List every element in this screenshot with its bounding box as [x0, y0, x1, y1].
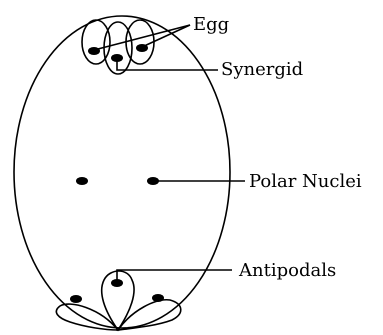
antipodals-leader-line [117, 270, 232, 283]
antipodal-nucleus-right [152, 294, 164, 302]
polar-nucleus-left [76, 177, 88, 185]
label-synergid: Synergid [221, 59, 303, 80]
label-polar-nuclei: Polar Nuclei [249, 171, 362, 192]
synergid-cell-right [126, 20, 154, 64]
synergid-cell-left [82, 20, 110, 64]
antipodal-nucleus-left [70, 295, 82, 303]
label-egg: Egg [193, 14, 229, 35]
label-antipodals: Antipodals [238, 260, 336, 281]
